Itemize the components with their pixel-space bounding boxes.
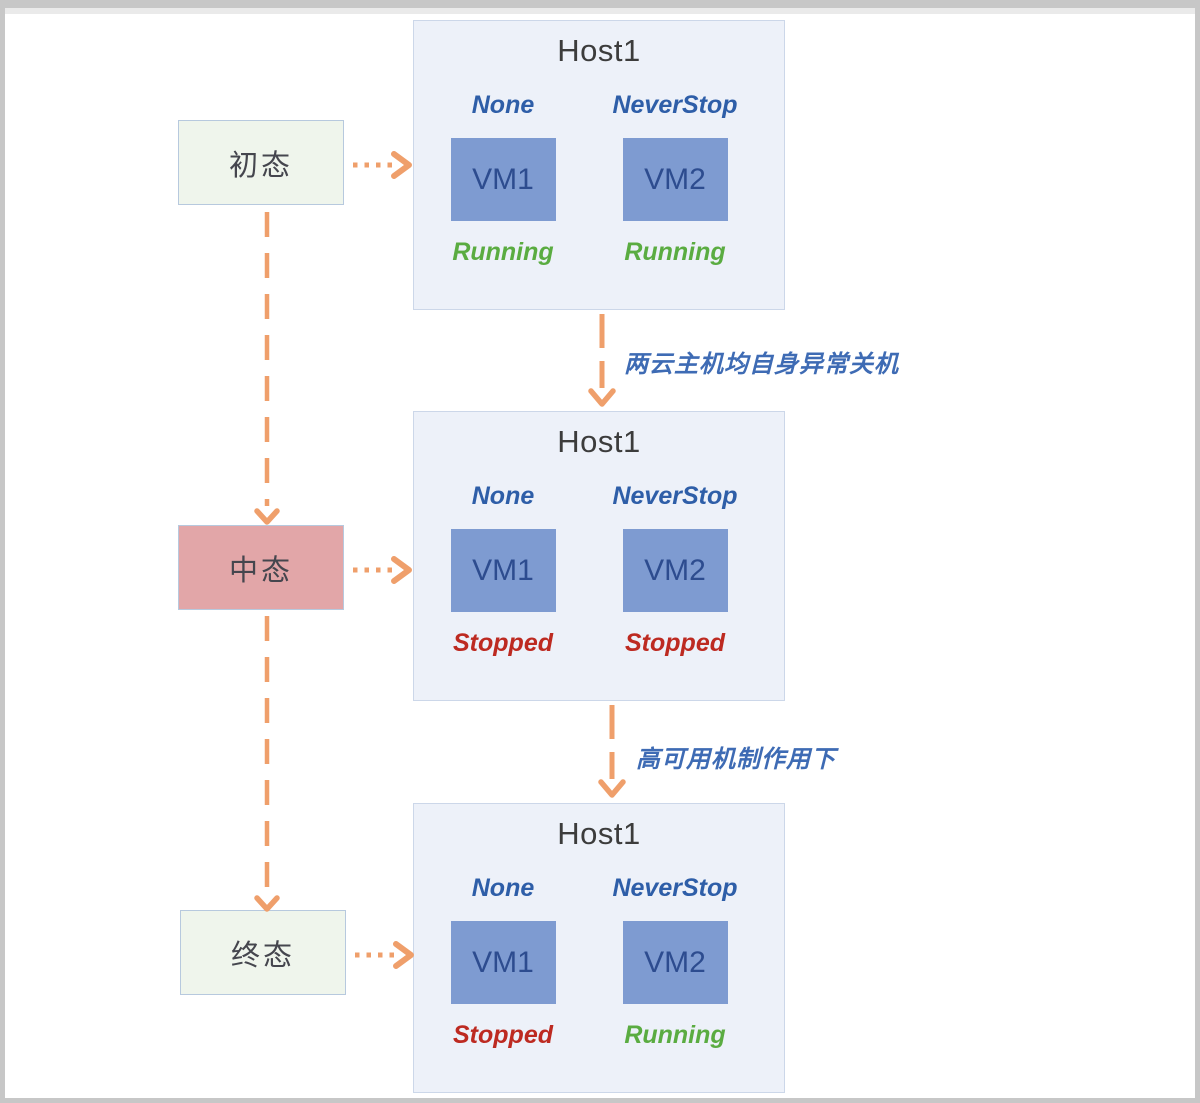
vm2-status: Stopped — [625, 629, 725, 657]
vm1-status: Stopped — [453, 629, 553, 657]
transition-label-abnormal-shutdown: 两云主机均自身异常关机 — [624, 351, 899, 378]
host-box-final: Host1 None VM1 Stopped NeverStop VM2 Run… — [413, 803, 785, 1093]
vm1-column: None VM1 Running — [421, 91, 585, 267]
vm2-status: Running — [624, 238, 726, 266]
arrow-initial-to-host — [353, 151, 412, 179]
vm2-box: VM2 — [622, 138, 728, 221]
vm2-policy-label: NeverStop — [612, 482, 738, 510]
vm1-column: None VM1 Stopped — [421, 874, 585, 1050]
vm2-name: VM2 — [644, 162, 706, 196]
vm2-box: VM2 — [622, 529, 728, 612]
vm1-status: Running — [452, 238, 554, 266]
arrowhead-down-icon — [588, 388, 616, 407]
vm1-policy-label: None — [471, 91, 535, 119]
arrow-middle-to-host — [353, 556, 412, 584]
vm1-name: VM1 — [472, 162, 534, 196]
host-title: Host1 — [557, 424, 641, 459]
arrowhead-right-icon — [393, 941, 414, 969]
vm1-box: VM1 — [450, 138, 556, 221]
vm2-column: NeverStop VM2 Running — [593, 874, 757, 1050]
state-label-initial: 初态 — [228, 149, 293, 182]
vm2-name: VM2 — [644, 945, 706, 979]
arrowhead-right-icon — [391, 556, 412, 584]
vm2-policy-label: NeverStop — [612, 91, 738, 119]
vm2-status: Running — [624, 1021, 726, 1049]
vm1-policy-label: None — [471, 874, 535, 902]
vm2-policy-label: NeverStop — [612, 874, 738, 902]
vm1-status: Stopped — [453, 1021, 553, 1049]
arrow-middle-to-final — [254, 616, 280, 912]
arrowhead-right-icon — [391, 151, 412, 179]
arrow-final-to-host — [355, 941, 414, 969]
vm1-policy-label: None — [471, 482, 535, 510]
vm2-column: NeverStop VM2 Stopped — [593, 482, 757, 658]
host-title: Host1 — [557, 816, 641, 851]
arrow-hostA-to-hostB — [588, 314, 616, 407]
state-label-final: 终态 — [230, 939, 295, 972]
arrow-initial-to-middle — [254, 212, 280, 525]
state-box-initial: 初态 — [178, 120, 344, 205]
state-box-final: 终态 — [180, 910, 346, 995]
arrowhead-down-icon — [254, 508, 280, 525]
arrow-hostB-to-hostC — [598, 705, 626, 798]
vm1-box: VM1 — [450, 529, 556, 612]
vm2-name: VM2 — [644, 553, 706, 587]
vm1-column: None VM1 Stopped — [421, 482, 585, 658]
vm1-box: VM1 — [450, 921, 556, 1004]
vm2-box: VM2 — [622, 921, 728, 1004]
vm1-name: VM1 — [472, 553, 534, 587]
state-label-middle: 中态 — [228, 554, 293, 587]
host-box-middle: Host1 None VM1 Stopped NeverStop VM2 Sto… — [413, 411, 785, 701]
frame-top-strip — [5, 8, 1195, 14]
vm2-column: NeverStop VM2 Running — [593, 91, 757, 267]
vm1-name: VM1 — [472, 945, 534, 979]
arrowhead-down-icon — [254, 895, 280, 912]
arrowhead-down-icon — [598, 779, 626, 798]
host-title: Host1 — [557, 33, 641, 68]
transition-label-ha-mechanism: 高可用机制作用下 — [636, 746, 836, 773]
host-box-initial: Host1 None VM1 Running NeverStop VM2 Run… — [413, 20, 785, 310]
state-box-middle: 中态 — [178, 525, 344, 610]
